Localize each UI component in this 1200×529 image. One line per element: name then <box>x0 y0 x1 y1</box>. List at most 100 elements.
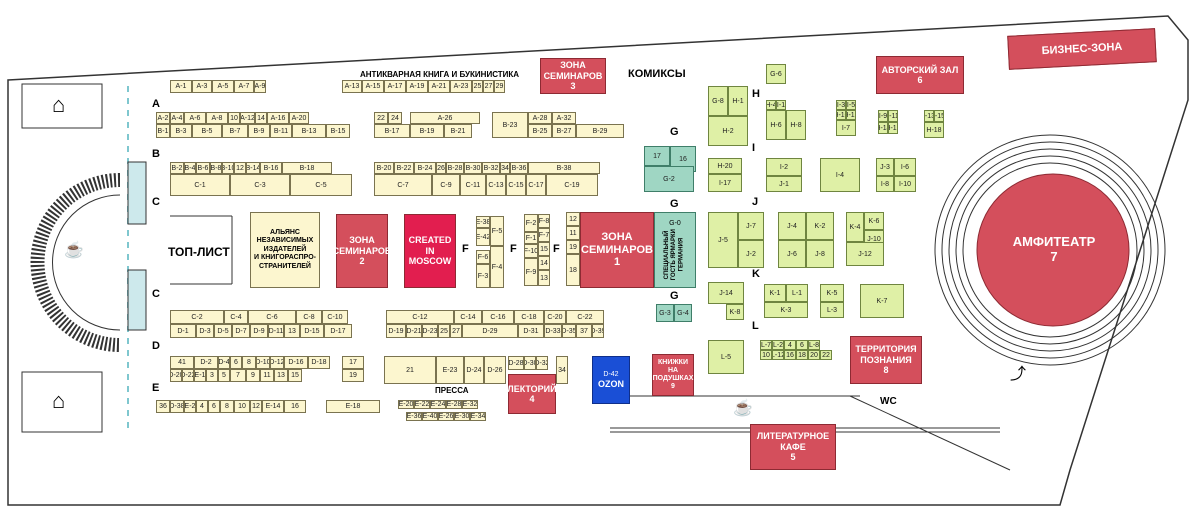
booth[interactable]: B-1 <box>156 124 170 138</box>
booth[interactable]: B-21 <box>444 124 472 138</box>
booth[interactable]: J-12 <box>846 242 884 266</box>
booth[interactable]: B-36 <box>510 162 528 174</box>
booth[interactable]: B-28 <box>446 162 464 174</box>
booth[interactable]: 9 <box>246 369 260 382</box>
booth[interactable]: B-32 <box>482 162 500 174</box>
booth[interactable]: B-7 <box>222 124 248 138</box>
booth[interactable]: I-1 <box>776 100 786 110</box>
booth[interactable]: A-9 <box>254 80 266 93</box>
booth[interactable]: E-30 <box>454 412 470 421</box>
booth[interactable]: C-19 <box>546 174 598 196</box>
booth[interactable]: 8 <box>220 400 234 413</box>
booth[interactable]: A-1 <box>170 80 192 93</box>
booth[interactable]: F-8 <box>538 214 550 228</box>
booth[interactable]: L-7 <box>760 340 772 350</box>
booth[interactable]: B-4 <box>184 162 196 174</box>
booth[interactable]: B-24 <box>414 162 436 174</box>
booth[interactable]: K-4 <box>846 212 864 242</box>
booth[interactable]: 19 <box>342 369 364 382</box>
booth[interactable]: B-23 <box>492 112 528 138</box>
booth[interactable]: J-5 <box>708 212 738 268</box>
booth[interactable]: C-13 <box>486 174 506 196</box>
booth[interactable]: H-10 <box>836 110 846 120</box>
booth[interactable]: 12 <box>250 400 262 413</box>
booth[interactable]: 25 <box>472 80 483 93</box>
author-hall-zone[interactable]: АВТОРСКИЙ ЗАЛ 6 <box>876 56 964 94</box>
booth[interactable]: I-2 <box>766 158 802 176</box>
booth[interactable]: J-3 <box>876 158 894 176</box>
booth[interactable]: I-11 <box>888 110 898 122</box>
booth[interactable]: E-22 <box>414 400 430 409</box>
booth[interactable]: 34 <box>500 162 510 174</box>
booth[interactable]: L-12 <box>772 350 784 360</box>
booth[interactable]: C-14 <box>454 310 482 324</box>
booth[interactable]: A-4 <box>170 112 184 124</box>
booth[interactable]: 7 <box>230 369 246 382</box>
booth[interactable]: D-16 <box>284 356 308 369</box>
booth[interactable]: 41 <box>170 356 194 369</box>
booth[interactable]: 27 <box>483 80 494 93</box>
booth[interactable]: C-10 <box>322 310 348 324</box>
booth[interactable]: I-3 <box>836 100 846 110</box>
booth[interactable]: D-19 <box>386 324 406 338</box>
booth[interactable]: D-26 <box>484 356 506 384</box>
booth[interactable]: F-10 <box>524 244 538 258</box>
booth[interactable]: D-31 <box>518 324 544 338</box>
booth[interactable]: E-23 <box>436 356 464 384</box>
booth[interactable]: D-15 <box>300 324 324 338</box>
booth[interactable]: A-3 <box>192 80 212 93</box>
seminar-zone-2[interactable]: ЗОНА СЕМИНАРОВ 2 <box>333 214 391 288</box>
booth[interactable]: C-5 <box>290 174 352 196</box>
booth[interactable]: I-4 <box>820 158 860 192</box>
booth[interactable]: D-33 <box>544 324 562 338</box>
booth[interactable]: 4 <box>784 340 796 350</box>
booth[interactable]: A-12 <box>240 112 255 124</box>
booth[interactable]: B-19 <box>410 124 444 138</box>
booth[interactable]: E-32 <box>462 400 478 409</box>
booth[interactable]: A-13 <box>342 80 362 93</box>
seminar-zone-1[interactable]: ЗОНА СЕМИНАРОВ 1 <box>580 212 654 288</box>
booth[interactable]: D-24 <box>464 356 484 384</box>
booth[interactable]: H-16 <box>888 122 898 134</box>
booth[interactable]: H-1 <box>728 86 748 116</box>
booth[interactable]: C-6 <box>248 310 296 324</box>
lectorium-zone[interactable]: ЛЕКТОРИЙ 4 <box>507 374 557 414</box>
booth[interactable]: B-6 <box>196 162 210 174</box>
germany-guest-booth[interactable]: G-0 СПЕЦИАЛЬНЫЙ ГОСТЬ ЯРМАРКИ ГЕРМАНИЯ <box>654 212 696 288</box>
booth[interactable]: 21 <box>384 356 436 384</box>
booth[interactable]: G-6 <box>766 64 786 84</box>
booth[interactable]: 13 <box>274 369 288 382</box>
amphitheatre-zone[interactable]: АМФИТЕАТР 7 <box>1012 234 1096 264</box>
booth[interactable]: C-3 <box>230 174 290 196</box>
booth[interactable]: E-24 <box>430 400 446 409</box>
booth[interactable]: L-5 <box>708 340 744 374</box>
created-in-moscow-zone[interactable]: CREATED IN MOSCOW <box>404 214 456 288</box>
booth[interactable]: H-18 <box>924 122 944 138</box>
booth[interactable]: 11 <box>260 369 274 382</box>
booth[interactable]: F-5 <box>490 216 504 246</box>
booth[interactable]: D-23 <box>422 324 438 338</box>
booth[interactable]: J-14 <box>708 282 744 304</box>
booth[interactable]: F-2 <box>524 214 538 232</box>
booth[interactable]: F-7 <box>538 228 550 242</box>
booth[interactable]: H-2 <box>708 116 748 146</box>
booth[interactable]: 24 <box>388 112 402 124</box>
booth[interactable]: C-17 <box>526 174 546 196</box>
booth[interactable]: 12 <box>566 212 580 226</box>
booth[interactable]: J-2 <box>738 240 764 268</box>
booth[interactable]: K-7 <box>860 284 904 318</box>
booth[interactable]: C-22 <box>566 310 604 324</box>
booth[interactable]: F-6 <box>476 250 490 264</box>
booth[interactable]: E-26 <box>438 412 454 421</box>
booth[interactable]: K-6 <box>864 212 884 230</box>
booth[interactable]: D-9 <box>250 324 268 338</box>
booth[interactable]: 22 <box>820 350 832 360</box>
booth[interactable]: A-15 <box>362 80 384 93</box>
booth[interactable]: 12 <box>234 162 246 174</box>
booth[interactable]: K-5 <box>820 284 844 302</box>
booth[interactable]: 11 <box>566 226 580 240</box>
booth[interactable]: 13 <box>284 324 300 338</box>
booth[interactable]: J-8 <box>806 240 834 268</box>
booth[interactable]: B-11 <box>270 124 292 138</box>
booth[interactable]: A-17 <box>384 80 406 93</box>
